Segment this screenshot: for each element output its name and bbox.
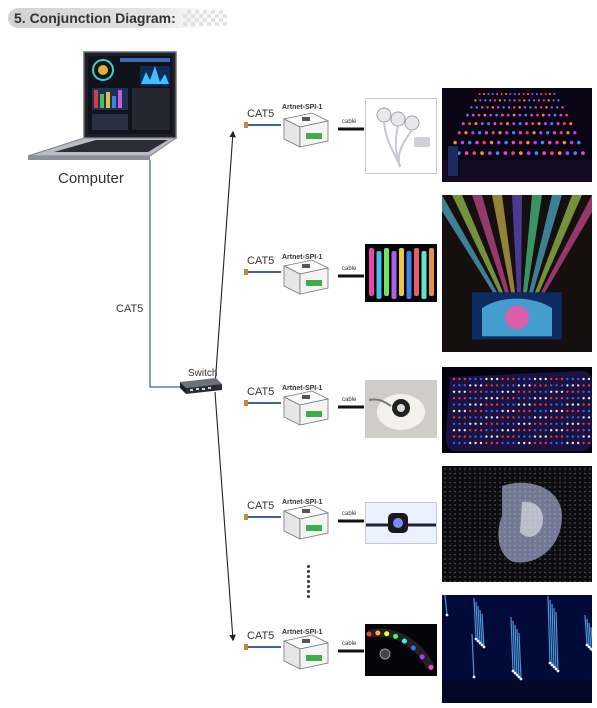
led-module-icon: [365, 380, 437, 438]
title-decoration: [183, 10, 227, 26]
controller-model-label: Artnet-SPI-1: [282, 254, 323, 261]
led-ceiling-grid: [442, 88, 592, 182]
led-mesh-display: [442, 466, 592, 582]
branch-cat5-label: CAT5: [247, 108, 275, 120]
cable-label: cable: [342, 119, 357, 125]
artnet-spi-controller-icon: [282, 259, 330, 295]
cable-label: cable: [342, 397, 357, 403]
artnet-spi-controller-icon: [282, 504, 330, 540]
branch-cat5-label: CAT5: [247, 500, 275, 512]
point-light-icon: [365, 98, 437, 174]
artnet-spi-controller-icon: [282, 112, 330, 148]
section-title-background: [8, 8, 213, 28]
trunk-arrow-down: [214, 391, 236, 642]
artnet-spi-controller-icon: [282, 634, 330, 670]
artnet-spi-controller-icon: [282, 390, 330, 426]
led-tube-installation: [442, 195, 592, 352]
computer-switch-line: [149, 160, 182, 388]
section-title: 5. Conjunction Diagram:: [14, 10, 176, 26]
cable-label: cable: [342, 266, 357, 272]
led-pixel-wall: [442, 367, 592, 453]
cable-label: cable: [342, 641, 357, 647]
cable-label: cable: [342, 511, 357, 517]
led-tube-icon: [365, 244, 437, 302]
controller-model-label: Artnet-SPI-1: [282, 104, 323, 111]
controller-model-label: Artnet-SPI-1: [282, 499, 323, 506]
more-branches-indicator: [307, 565, 310, 600]
controller-model-label: Artnet-SPI-1: [282, 629, 323, 636]
controller-model-label: Artnet-SPI-1: [282, 385, 323, 392]
led-strip-icon: [365, 624, 437, 676]
pixel-node-icon: [365, 502, 437, 544]
branch-cat5-label: CAT5: [247, 386, 275, 398]
switch-label: Switch: [188, 368, 218, 379]
branch-cat5-label: CAT5: [247, 255, 275, 267]
computer-label: Computer: [58, 170, 124, 187]
main-cat5-label: CAT5: [116, 303, 144, 315]
trunk-arrow-up: [214, 130, 236, 387]
branch-cat5-label: CAT5: [247, 630, 275, 642]
led-meteor-rain: [442, 595, 592, 703]
